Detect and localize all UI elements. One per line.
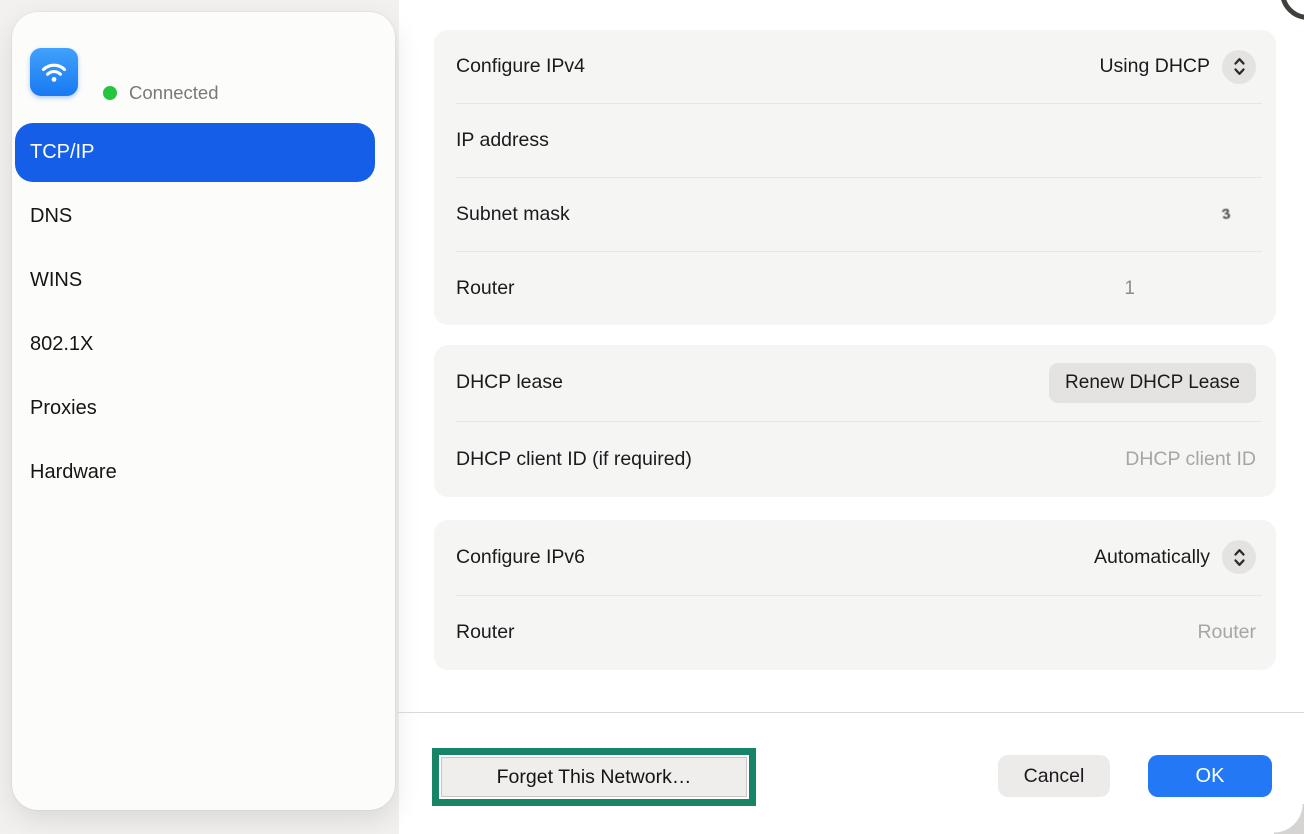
configure-ipv4-row: Configure IPv4 Using DHCP xyxy=(434,30,1276,103)
sidebar-nav: TCP/IP DNS WINS 802.1X Proxies Hardware xyxy=(15,123,375,502)
renew-dhcp-lease-button[interactable]: Renew DHCP Lease xyxy=(1049,362,1256,403)
router-row[interactable]: Router 1 xyxy=(434,252,1276,325)
sidebar: Connected TCP/IP DNS WINS 802.1X Proxies… xyxy=(12,12,395,810)
ok-button[interactable]: OK xyxy=(1148,755,1272,797)
row-divider xyxy=(456,420,1262,422)
ipv6-router-label: Router xyxy=(456,621,515,644)
configure-ipv4-label: Configure IPv4 xyxy=(456,55,585,77)
dhcp-client-id-label: DHCP client ID (if required) xyxy=(456,447,692,470)
subnet-mask-row[interactable]: Subnet mask 3 xyxy=(434,178,1276,251)
router-label: Router xyxy=(456,277,515,299)
row-divider xyxy=(456,103,1262,104)
dhcp-lease-row: DHCP lease Renew DHCP Lease xyxy=(434,345,1276,421)
ip-address-row[interactable]: IP address xyxy=(434,104,1276,177)
configure-ipv6-popup-button[interactable] xyxy=(1222,540,1256,575)
subnet-mask-label: Subnet mask xyxy=(456,203,570,225)
annotation-highlight-box: Forget This Network… xyxy=(432,748,756,806)
sidebar-item-proxies[interactable]: Proxies xyxy=(30,397,97,419)
wifi-glyph xyxy=(41,63,67,82)
configure-ipv4-popup-button[interactable] xyxy=(1222,49,1256,84)
configure-ipv6-label: Configure IPv6 xyxy=(456,545,585,568)
window-corner-shade xyxy=(1274,804,1304,834)
dhcp-lease-label: DHCP lease xyxy=(456,371,563,394)
forget-this-network-button[interactable]: Forget This Network… xyxy=(441,757,747,797)
wifi-icon xyxy=(30,48,78,96)
top-right-annotation-arc xyxy=(1280,0,1304,20)
connection-status: Connected xyxy=(103,82,218,104)
sidebar-item-hardware[interactable]: Hardware xyxy=(30,461,117,483)
chevron-up-down-icon xyxy=(1233,548,1245,566)
sidebar-item-dns[interactable]: DNS xyxy=(30,205,73,227)
ipv4-panel: Configure IPv4 Using DHCP IP address Sub xyxy=(434,30,1276,325)
dhcp-panel: DHCP lease Renew DHCP Lease DHCP client … xyxy=(434,345,1276,497)
row-divider xyxy=(456,594,1262,596)
dhcp-client-id-field[interactable]: DHCP client ID xyxy=(1125,447,1256,470)
subnet-mask-value-remnant: 3 xyxy=(1220,204,1232,223)
row-divider xyxy=(456,251,1262,252)
configure-ipv6-row: Configure IPv6 Automatically xyxy=(434,520,1276,595)
sidebar-item-8021x[interactable]: 802.1X xyxy=(30,333,94,355)
chevron-up-down-icon xyxy=(1233,58,1245,75)
ipv6-router-row[interactable]: Router Router xyxy=(434,596,1276,671)
ip-address-label: IP address xyxy=(456,129,549,151)
configure-ipv4-value: Using DHCP xyxy=(1099,55,1210,77)
router-value-remnant: 1 xyxy=(1124,277,1135,299)
dhcp-client-id-row[interactable]: DHCP client ID (if required) DHCP client… xyxy=(434,422,1276,498)
connected-label: Connected xyxy=(129,82,219,103)
ipv6-panel: Configure IPv6 Automatically Router Rout… xyxy=(434,520,1276,670)
row-divider xyxy=(456,177,1262,178)
cancel-button[interactable]: Cancel xyxy=(998,755,1110,797)
ipv6-router-field[interactable]: Router xyxy=(1197,621,1256,644)
configure-ipv6-value: Automatically xyxy=(1094,545,1210,568)
sidebar-item-tcpip[interactable]: TCP/IP xyxy=(15,123,375,182)
sidebar-item-wins[interactable]: WINS xyxy=(30,269,83,291)
footer-divider xyxy=(397,712,1304,713)
connected-dot-icon xyxy=(103,86,117,100)
